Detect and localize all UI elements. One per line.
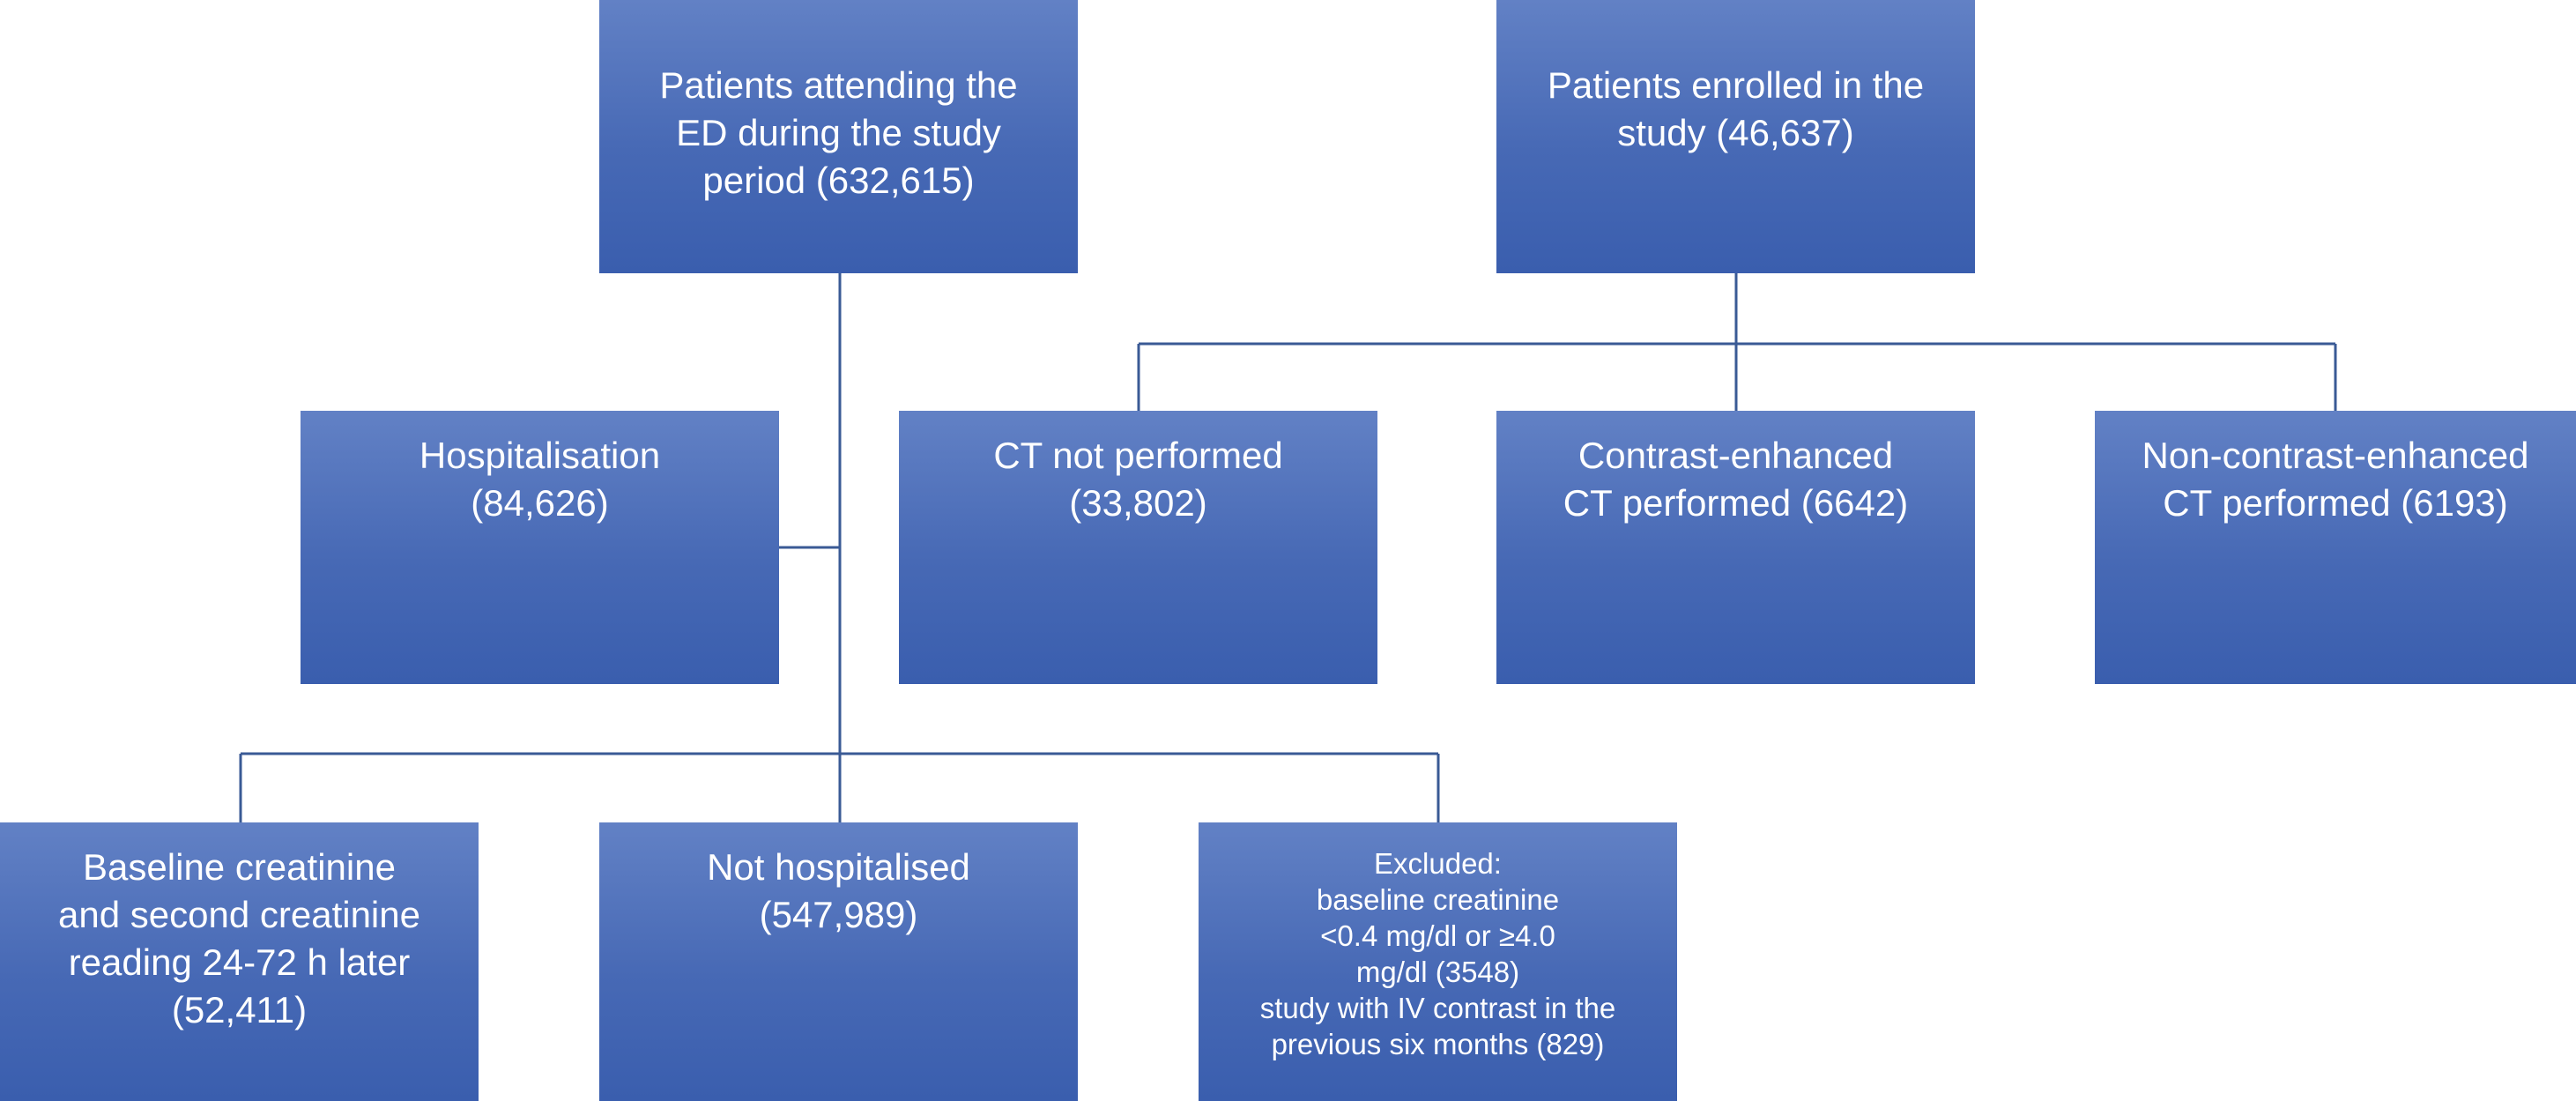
node-excluded-line-1: Excluded: xyxy=(1374,847,1502,880)
node-ct-not-performed: CT not performed (33,802) xyxy=(899,411,1377,684)
node-not-hospitalised-line-2: (547,989) xyxy=(759,894,918,935)
node-contrast-ct-line-1: Contrast-enhanced xyxy=(1578,435,1894,476)
node-enrolled: Patients enrolled in the study (46,637) xyxy=(1496,0,1975,273)
node-non-contrast-ct-line-1: Non-contrast-enhanced xyxy=(2142,435,2529,476)
node-baseline-creatinine-line-4: (52,411) xyxy=(171,989,308,1030)
node-contrast-ct: Contrast-enhanced CT performed (6642) xyxy=(1496,411,1975,684)
node-non-contrast-ct-line-2: CT performed (6193) xyxy=(2163,482,2508,524)
node-hospitalisation: Hospitalisation (84,626) xyxy=(301,411,779,684)
node-ed-patients: Patients attending the ED during the stu… xyxy=(599,0,1078,273)
node-excluded-line-5: study with IV contrast in the xyxy=(1259,992,1616,1024)
node-baseline-creatinine-line-2: and second creatinine xyxy=(58,894,420,935)
node-baseline-creatinine-line-3: reading 24-72 h later xyxy=(68,941,411,983)
node-ed-patients-line-2: ED during the study xyxy=(676,112,1001,153)
node-excluded-line-2: baseline creatinine xyxy=(1316,883,1560,916)
node-not-hospitalised: Not hospitalised (547,989) xyxy=(599,822,1078,1101)
node-ct-not-performed-line-1: CT not performed xyxy=(993,435,1283,476)
node-ct-not-performed-line-2: (33,802) xyxy=(1069,482,1207,524)
node-baseline-creatinine: Baseline creatinine and second creatinin… xyxy=(0,822,479,1101)
node-enrolled-line-1: Patients enrolled in the xyxy=(1547,64,1925,106)
node-excluded-line-3: <0.4 mg/dl or ≥4.0 xyxy=(1320,919,1555,952)
node-baseline-creatinine-line-1: Baseline creatinine xyxy=(83,846,396,888)
node-not-hospitalised-line-1: Not hospitalised xyxy=(707,846,970,888)
node-excluded-line-4: mg/dl (3548) xyxy=(1355,956,1520,988)
node-ed-patients-line-1: Patients attending the xyxy=(659,64,1018,106)
node-non-contrast-ct: Non-contrast-enhanced CT performed (6193… xyxy=(2095,411,2576,684)
node-contrast-ct-line-2: CT performed (6642) xyxy=(1563,482,1909,524)
node-excluded: Excluded: baseline creatinine <0.4 mg/dl… xyxy=(1199,822,1677,1101)
node-hospitalisation-line-1: Hospitalisation xyxy=(419,435,661,476)
node-excluded-line-6: previous six months (829) xyxy=(1271,1028,1605,1060)
node-hospitalisation-line-2: (84,626) xyxy=(471,482,609,524)
node-ed-patients-line-3: period (632,615) xyxy=(702,160,975,201)
node-enrolled-line-2: study (46,637) xyxy=(1617,112,1854,153)
